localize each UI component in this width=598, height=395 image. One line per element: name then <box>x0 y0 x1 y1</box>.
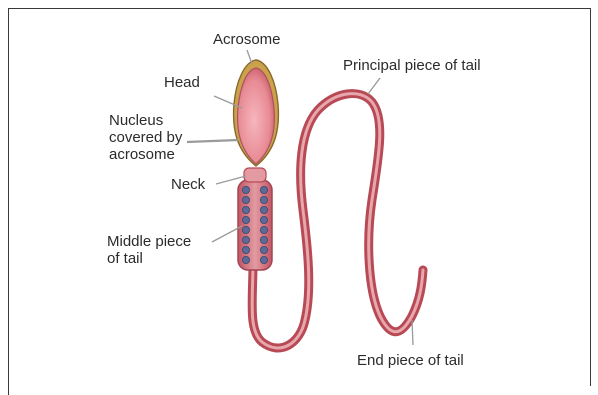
leader-end-piece <box>412 320 413 345</box>
middle-piece <box>238 180 272 270</box>
label-end-piece: End piece of tail <box>357 352 464 369</box>
tail-highlight <box>252 94 423 348</box>
label-neck: Neck <box>171 176 205 193</box>
leader-acrosome <box>247 50 252 64</box>
label-principal-piece: Principal piece of tail <box>343 57 481 74</box>
label-head: Head <box>164 74 200 91</box>
middle-piece-body <box>238 180 272 270</box>
label-middle-piece: Middle piece of tail <box>107 233 191 267</box>
tail <box>252 94 423 348</box>
head <box>234 60 279 166</box>
neck <box>244 168 266 182</box>
label-nucleus: Nucleus covered by acrosome <box>109 112 182 163</box>
leader-nucleus <box>187 140 238 142</box>
leader-principal-piece <box>368 78 380 94</box>
tail-body <box>252 94 423 348</box>
label-acrosome: Acrosome <box>213 31 281 48</box>
